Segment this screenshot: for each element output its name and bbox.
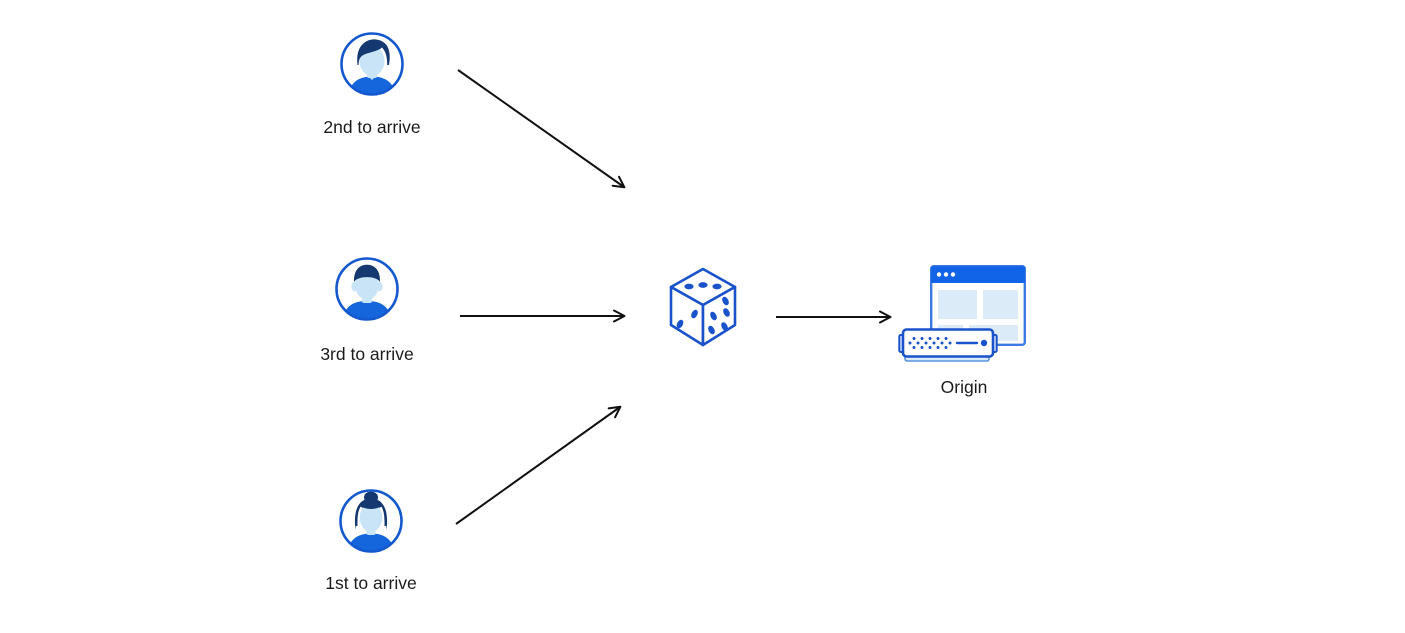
user-node-2nd: 2nd to arrive xyxy=(323,31,421,151)
origin-node: Origin xyxy=(898,263,1030,403)
female-user-bun-avatar-icon xyxy=(339,489,403,553)
male-user-swoop-hair-avatar-icon xyxy=(340,32,404,96)
user-label: 1st to arrive xyxy=(325,573,417,593)
male-user-flattop-avatar-icon xyxy=(335,257,399,321)
user-label: 2nd to arrive xyxy=(323,117,421,137)
origin-label: Origin xyxy=(940,377,988,397)
user-node-1st: 1st to arrive xyxy=(325,488,417,608)
server-icon xyxy=(898,328,998,362)
dice-icon xyxy=(669,267,737,347)
user-label: 3rd to arrive xyxy=(320,344,414,364)
user-node-3rd: 3rd to arrive xyxy=(320,256,414,376)
arrow-2nd-to-dice-icon xyxy=(457,69,626,189)
randomizer-node xyxy=(668,266,738,348)
arrow-1st-to-dice-icon xyxy=(455,405,622,525)
